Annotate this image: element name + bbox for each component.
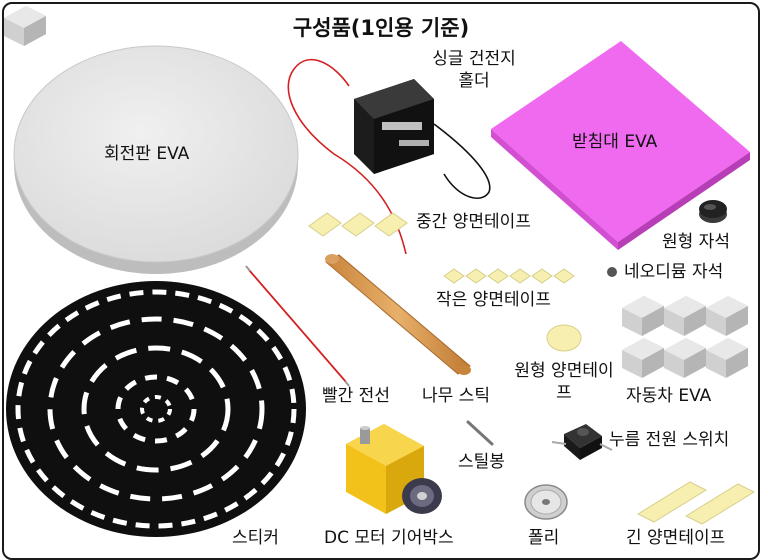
label-wooden-stick: 나무 스틱	[422, 386, 490, 406]
components-illustration	[4, 6, 756, 537]
battery-holder-image	[354, 79, 434, 174]
pulley-image	[524, 484, 568, 520]
label-push-switch: 누름 전원 스위치	[609, 430, 730, 450]
red-wire-image	[245, 265, 350, 387]
sticker-image	[6, 281, 306, 537]
label-battery-holder: 싱글 건전지 홀더	[432, 49, 516, 91]
label-pulley: 폴리	[528, 528, 560, 548]
label-round-magnet: 원형 자석	[662, 232, 730, 252]
label-red-wire: 빨간 전선	[322, 386, 390, 406]
label-sticker: 스티커	[232, 528, 279, 548]
round-tape-image	[546, 324, 582, 352]
wooden-stick-image	[325, 254, 471, 375]
middle-tape-image	[308, 212, 408, 237]
label-motor-gearbox: DC 모터 기어박스	[324, 528, 454, 548]
label-neodymium-magnet: 네오디뮴 자석	[624, 262, 724, 282]
motor-gearbox-image	[346, 424, 442, 514]
sheet-title: 구성품(1인용 기준)	[292, 16, 470, 40]
push-switch-image	[551, 424, 613, 460]
stand-plate-image	[491, 41, 750, 250]
label-steel-rod: 스틸봉	[458, 452, 505, 472]
holder-wire-image	[287, 58, 491, 255]
label-car-eva: 자동차 EVA	[626, 386, 712, 406]
label-stand-eva: 받침대 EVA	[572, 132, 658, 152]
neodymium-magnet-image	[607, 267, 617, 277]
label-round-tape: 원형 양면테이프	[514, 361, 614, 403]
round-magnet-image	[699, 200, 727, 223]
small-tape-image	[443, 268, 575, 284]
steel-rod-image	[466, 420, 494, 446]
rotary-plate-image	[13, 45, 299, 274]
car-eva-image	[4, 6, 748, 378]
label-middle-tape: 중간 양면테이프	[416, 212, 531, 232]
long-tape-image	[636, 481, 756, 525]
label-long-tape: 긴 양면테이프	[626, 528, 726, 548]
label-small-tape: 작은 양면테이프	[436, 290, 551, 310]
label-rotary-eva: 회전판 EVA	[104, 144, 190, 164]
